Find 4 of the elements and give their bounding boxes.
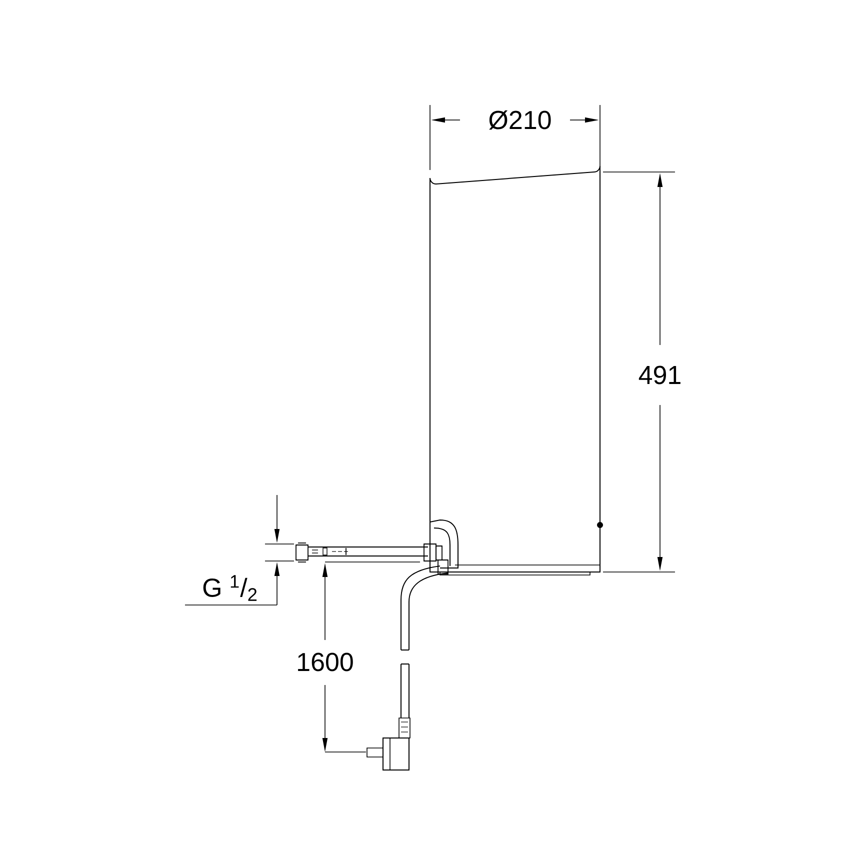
dimension-label: Ø210 bbox=[489, 110, 551, 130]
dimension-label: 1600 bbox=[298, 652, 353, 672]
dimension-label: 491 bbox=[638, 366, 680, 384]
dimension-label: G $^{1}$/$_{2}$ bbox=[203, 575, 257, 601]
